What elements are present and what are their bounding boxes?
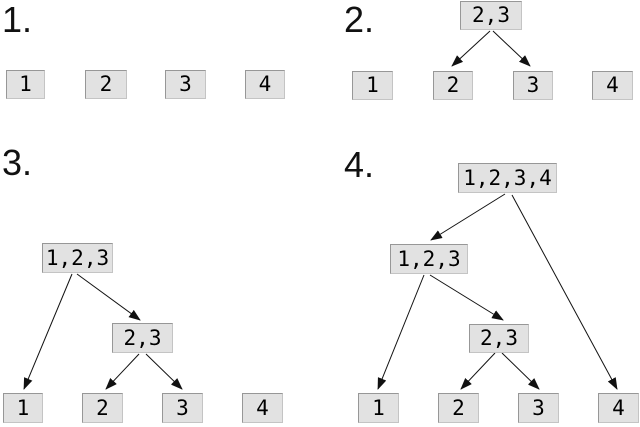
panel-2-leaf-4: 4 — [592, 71, 633, 100]
arrow-p4-23-to-3 — [501, 352, 540, 390]
arrow-p2-23-to-3 — [492, 30, 531, 67]
arrow-p3-123-to-23 — [76, 273, 141, 321]
panel-2-leaf-3: 3 — [513, 71, 553, 100]
panel-4-leaf-3: 3 — [518, 393, 559, 423]
panel-1-leaf-1: 1 — [6, 70, 45, 99]
arrow-p4-1234-to-123 — [430, 193, 506, 241]
panel-2-leaf-2: 2 — [433, 71, 473, 100]
arrow-p3-23-to-3 — [145, 353, 183, 390]
panel-1-label: 1. — [2, 0, 33, 40]
panel-4-node-1234: 1,2,3,4 — [458, 163, 557, 193]
panel-3-leaf-4: 4 — [242, 393, 283, 423]
panel-2-node-23: 2,3 — [460, 1, 522, 30]
arrow-p4-123-to-23 — [429, 274, 504, 321]
panel-1-leaf-2: 2 — [85, 70, 127, 99]
panel-3-leaf-1: 1 — [3, 393, 43, 423]
arrow-p4-23-to-2 — [460, 352, 496, 390]
arrow-p4-123-to-1 — [377, 274, 425, 390]
panel-3-leaf-2: 2 — [82, 393, 123, 423]
panel-3-node-23: 2,3 — [112, 323, 173, 353]
panel-1-leaf-3: 3 — [165, 70, 206, 99]
arrow-p3-23-to-2 — [105, 353, 140, 390]
arrow-p4-1234-to-4 — [511, 194, 618, 390]
panel-4-leaf-2: 2 — [438, 393, 479, 423]
arrow-p2-23-to-2 — [451, 30, 491, 67]
arrow-p3-123-to-1 — [23, 273, 73, 390]
panel-3-node-123: 1,2,3 — [42, 243, 113, 273]
panel-2-leaf-1: 1 — [352, 71, 393, 100]
panel-4-node-23: 2,3 — [469, 324, 529, 353]
panel-2-label: 2. — [344, 0, 375, 40]
panel-1-leaf-4: 4 — [245, 70, 285, 99]
panel-4-label: 4. — [344, 144, 375, 185]
panel-3-leaf-3: 3 — [162, 393, 203, 423]
panel-3-label: 3. — [2, 142, 33, 183]
panel-4-leaf-4: 4 — [598, 393, 639, 423]
panel-4-leaf-1: 1 — [358, 393, 399, 423]
panel-4-node-123: 1,2,3 — [390, 244, 468, 274]
